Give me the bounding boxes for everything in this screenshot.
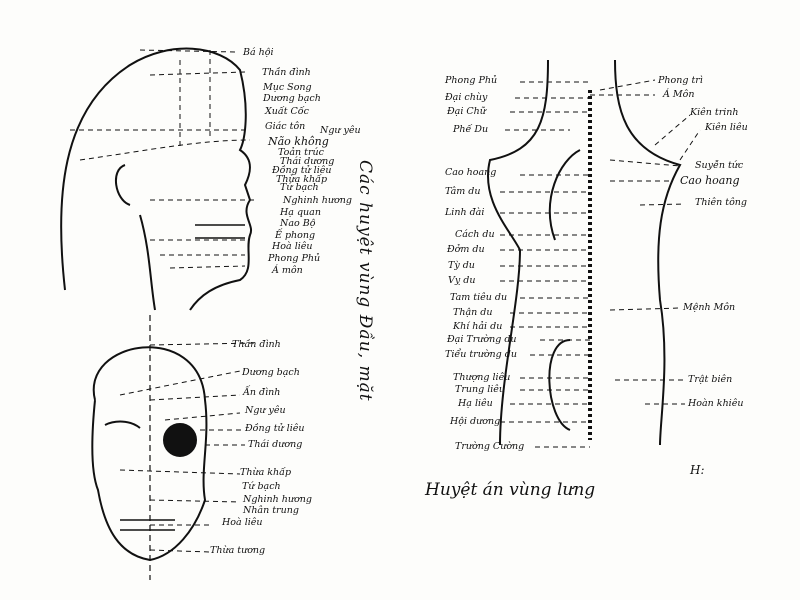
point-label: Dương bạch bbox=[263, 93, 321, 104]
point-label: Mệnh Môn bbox=[683, 302, 736, 313]
point-label: Mục Song bbox=[263, 82, 312, 93]
point-label: Á Môn bbox=[663, 89, 695, 100]
point-label: Thái dương bbox=[248, 439, 303, 450]
point-label: Vỵ du bbox=[448, 275, 476, 286]
head-face-title: Các huyệt vùng Đầu, mặt bbox=[355, 160, 375, 402]
point-label: Ngư yêu bbox=[245, 405, 286, 416]
point-label: Phong Phủ bbox=[268, 253, 321, 264]
point-label: Đồng tử liêu bbox=[272, 165, 332, 176]
point-label: Nghinh hương bbox=[243, 494, 312, 505]
point-label: Trung liêu bbox=[455, 384, 506, 395]
point-label: Thần đình bbox=[232, 339, 281, 350]
point-label: Ngư yêu bbox=[320, 125, 361, 136]
point-label: Hoà liêu bbox=[272, 241, 313, 252]
point-label: Tâm du bbox=[445, 186, 481, 197]
corner-mark: H: bbox=[690, 463, 705, 477]
point-label: Trật biên bbox=[688, 374, 733, 385]
back-title: Huyệt án vùng lưng bbox=[425, 480, 596, 500]
point-label: Phế Du bbox=[453, 124, 489, 135]
point-label: Kiên liêu bbox=[705, 122, 748, 133]
point-label: Ế phong bbox=[275, 230, 316, 241]
point-label: Tỳ du bbox=[448, 260, 475, 271]
point-label: Trường Cường bbox=[455, 441, 525, 452]
point-label: Linh đài bbox=[445, 207, 485, 218]
point-label: Tứ bạch bbox=[280, 182, 319, 193]
point-label: Thái dương bbox=[280, 156, 335, 167]
point-label: Kiên trinh bbox=[690, 107, 739, 118]
back-sketch bbox=[487, 59, 701, 448]
point-label: Á môn bbox=[272, 265, 303, 276]
point-label: Tứ bạch bbox=[242, 481, 281, 492]
point-label: Cách du bbox=[455, 229, 495, 240]
point-label: Đại Trường du bbox=[447, 334, 517, 345]
point-label: Thần đình bbox=[262, 67, 311, 78]
point-label: Bá hội bbox=[243, 47, 274, 58]
point-label: Suyễn tức bbox=[695, 160, 744, 171]
point-label: Thận du bbox=[453, 307, 493, 318]
point-label: Thừa khấp bbox=[276, 174, 328, 185]
point-label: Hạ liêu bbox=[458, 398, 493, 409]
point-label: Đồng tử liêu bbox=[245, 423, 305, 434]
point-label: Phong Phủ bbox=[445, 75, 498, 86]
point-label: Nghinh hương bbox=[283, 195, 352, 206]
point-label: Tam tiêu du bbox=[450, 292, 508, 303]
point-label: Thừa khấp bbox=[240, 467, 292, 478]
face-sketch bbox=[91, 315, 256, 580]
point-label: Phong trì bbox=[658, 75, 703, 86]
point-label: Thiên tông bbox=[695, 197, 747, 208]
point-label: Hoà liêu bbox=[222, 517, 263, 528]
point-label: Thừa tương bbox=[210, 545, 266, 556]
point-label: Đởm du bbox=[447, 244, 485, 255]
point-label: Cao hoang bbox=[680, 174, 740, 187]
point-label: Hoàn khiêu bbox=[688, 398, 744, 409]
point-label: Xuất Cốc bbox=[265, 106, 309, 117]
point-label: Toản trúc bbox=[278, 147, 324, 158]
point-label: Nao Bộ bbox=[280, 218, 316, 229]
point-label: Ấn đình bbox=[243, 387, 281, 398]
point-label: Cao hoang bbox=[445, 167, 497, 178]
point-label: Đại chùy bbox=[445, 92, 488, 103]
point-label: Đại Chữ bbox=[447, 106, 486, 117]
point-label: Khí hải du bbox=[453, 321, 503, 332]
point-label: Hạ quan bbox=[280, 207, 321, 218]
point-label: Dương bạch bbox=[242, 367, 300, 378]
point-label: Nhân trung bbox=[243, 505, 299, 516]
side-head-sketch bbox=[60, 47, 255, 311]
point-label: Tiểu trường du bbox=[445, 349, 517, 360]
point-label: Hội dương bbox=[450, 416, 501, 427]
point-label: Giác tôn bbox=[265, 121, 306, 132]
point-label: Não không bbox=[268, 135, 329, 148]
point-label: Thượng liêu bbox=[453, 372, 511, 383]
